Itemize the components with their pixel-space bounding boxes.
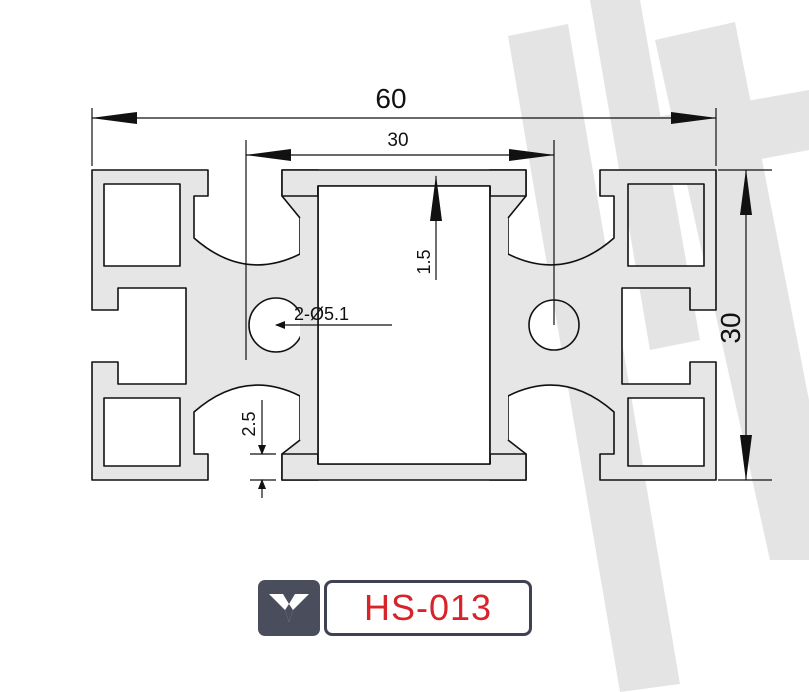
dim-height: 30	[715, 312, 746, 343]
dim-wall-slot: 2.5	[239, 411, 259, 436]
product-label: HS-013	[258, 580, 532, 636]
dim-center-span: 30	[387, 130, 408, 151]
wing-logo-icon	[258, 580, 320, 636]
aluminum-profile	[91, 169, 717, 481]
product-code: HS-013	[324, 580, 532, 636]
watermark	[508, 0, 809, 692]
dim-overall-width: 60	[375, 83, 406, 114]
dimension-lines	[91, 108, 772, 498]
dim-holes: 2-Ø5.1	[294, 304, 349, 324]
dim-wall-top: 1.5	[414, 249, 434, 274]
